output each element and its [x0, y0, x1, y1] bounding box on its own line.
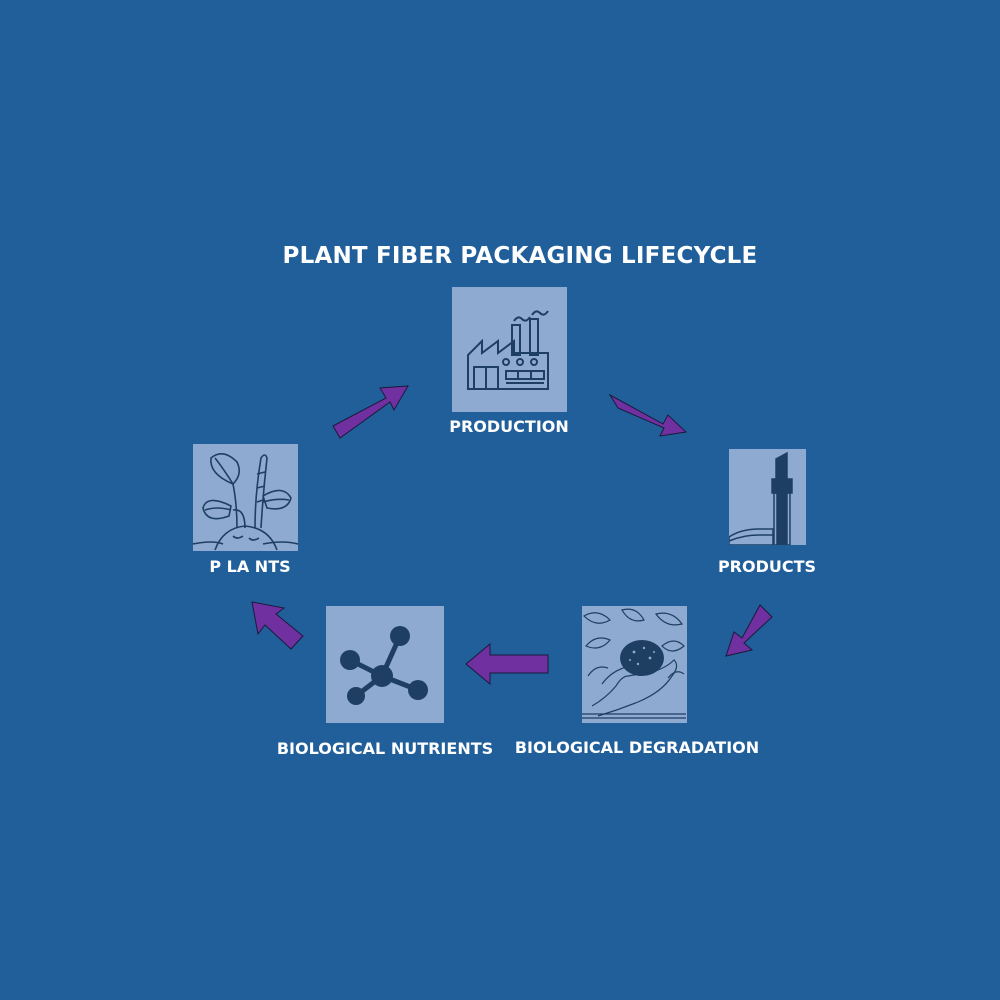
- degradation-tile: [582, 606, 687, 723]
- arrow-degradation-to-nutrients: [465, 642, 549, 686]
- nutrients-label: BIOLOGICAL NUTRIENTS: [276, 739, 494, 758]
- plants-tile: [193, 444, 298, 551]
- factory-icon: [467, 310, 549, 390]
- production-label: PRODUCTION: [449, 417, 569, 436]
- lipstick-icon: [729, 451, 793, 545]
- soil-hands-icon: [582, 608, 686, 719]
- plants-label: P LA NTS: [209, 557, 291, 576]
- arrow-nutrients-to-plants: [251, 601, 304, 650]
- plant-icon: [193, 453, 298, 551]
- products-tile: [729, 449, 806, 545]
- degradation-label: BIOLOGICAL DEGRADATION: [514, 738, 760, 757]
- arrow-plants-to-production: [332, 385, 409, 439]
- molecule-icon: [340, 626, 428, 705]
- nutrients-tile: [326, 606, 444, 723]
- diagram-title: PLANT FIBER PACKAGING LIFECYCLE: [282, 243, 758, 269]
- arrow-products-to-degradation: [725, 604, 773, 657]
- products-label: PRODUCTS: [717, 557, 817, 576]
- production-tile: [452, 287, 567, 412]
- arrow-production-to-products: [608, 393, 688, 437]
